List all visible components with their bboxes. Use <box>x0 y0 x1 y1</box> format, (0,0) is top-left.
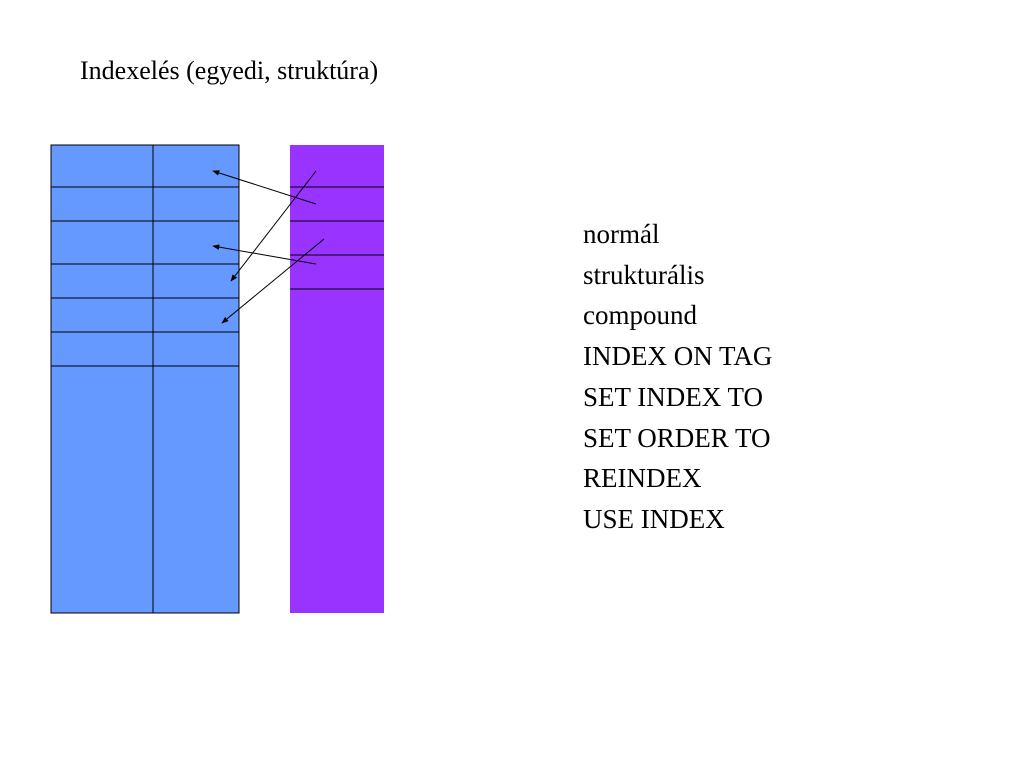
data-table <box>50 144 240 614</box>
index-table <box>290 145 384 613</box>
index-pointer-arrow <box>212 170 317 205</box>
index-pointer-arrow <box>212 244 317 265</box>
index-table-body <box>290 145 384 613</box>
list-item-index-on-tag: INDEX ON TAG <box>583 341 773 372</box>
list-item-normal: normál <box>583 219 660 249</box>
list-item-set-index-to: SET INDEX TO <box>583 381 764 412</box>
list-item-compound: compound <box>583 300 697 331</box>
page-title: Indexelés (egyedi, struktúra) <box>80 56 379 85</box>
data-table-body <box>50 144 240 614</box>
index-command-list: normál strukturális compound INDEX ON TA… <box>583 214 772 540</box>
list-item-set-order-to: SET ORDER TO <box>583 422 771 453</box>
index-pointers <box>212 170 325 324</box>
index-pointer-arrow <box>221 238 325 324</box>
list-item-reindex: REINDEX <box>583 463 702 494</box>
list-item-structural: strukturális <box>583 259 705 290</box>
list-item-use-index: USE INDEX <box>583 503 725 534</box>
index-pointer-arrow <box>230 170 317 282</box>
